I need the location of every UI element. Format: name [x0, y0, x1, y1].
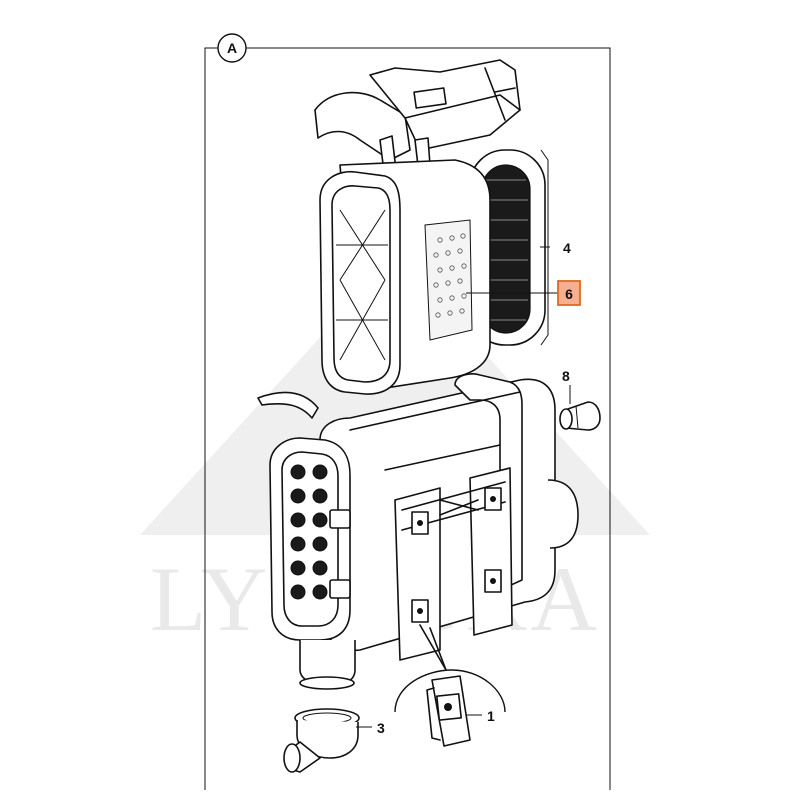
- seal-strip: [257, 391, 319, 419]
- callout-label-4: 4: [563, 240, 571, 256]
- callout-6[interactable]: 6: [557, 280, 581, 306]
- service-indicator: [559, 401, 601, 431]
- callout-1[interactable]: 1: [487, 708, 495, 724]
- clamp-detail: [394, 624, 506, 747]
- callout-label-6: 6: [565, 286, 573, 302]
- leader-lines: [356, 149, 571, 728]
- callout-4[interactable]: 4: [563, 240, 571, 256]
- callout-8[interactable]: 8: [562, 368, 570, 384]
- view-label-circle: [217, 33, 247, 63]
- diagram-frame: A: [204, 33, 611, 790]
- callout-label-3: 3: [377, 720, 385, 736]
- air-filter-housing: [269, 373, 579, 661]
- callout-6-highlight: [557, 280, 581, 306]
- callout-label-1: 1: [487, 708, 495, 724]
- callout-3[interactable]: 3: [377, 720, 385, 736]
- filter-elements: [319, 149, 546, 395]
- callout-label-8: 8: [562, 368, 570, 384]
- air-filter-cover: [314, 59, 521, 173]
- view-label: A: [227, 40, 237, 56]
- elbow-pipe: [283, 708, 360, 773]
- housing-outlet: [299, 640, 356, 690]
